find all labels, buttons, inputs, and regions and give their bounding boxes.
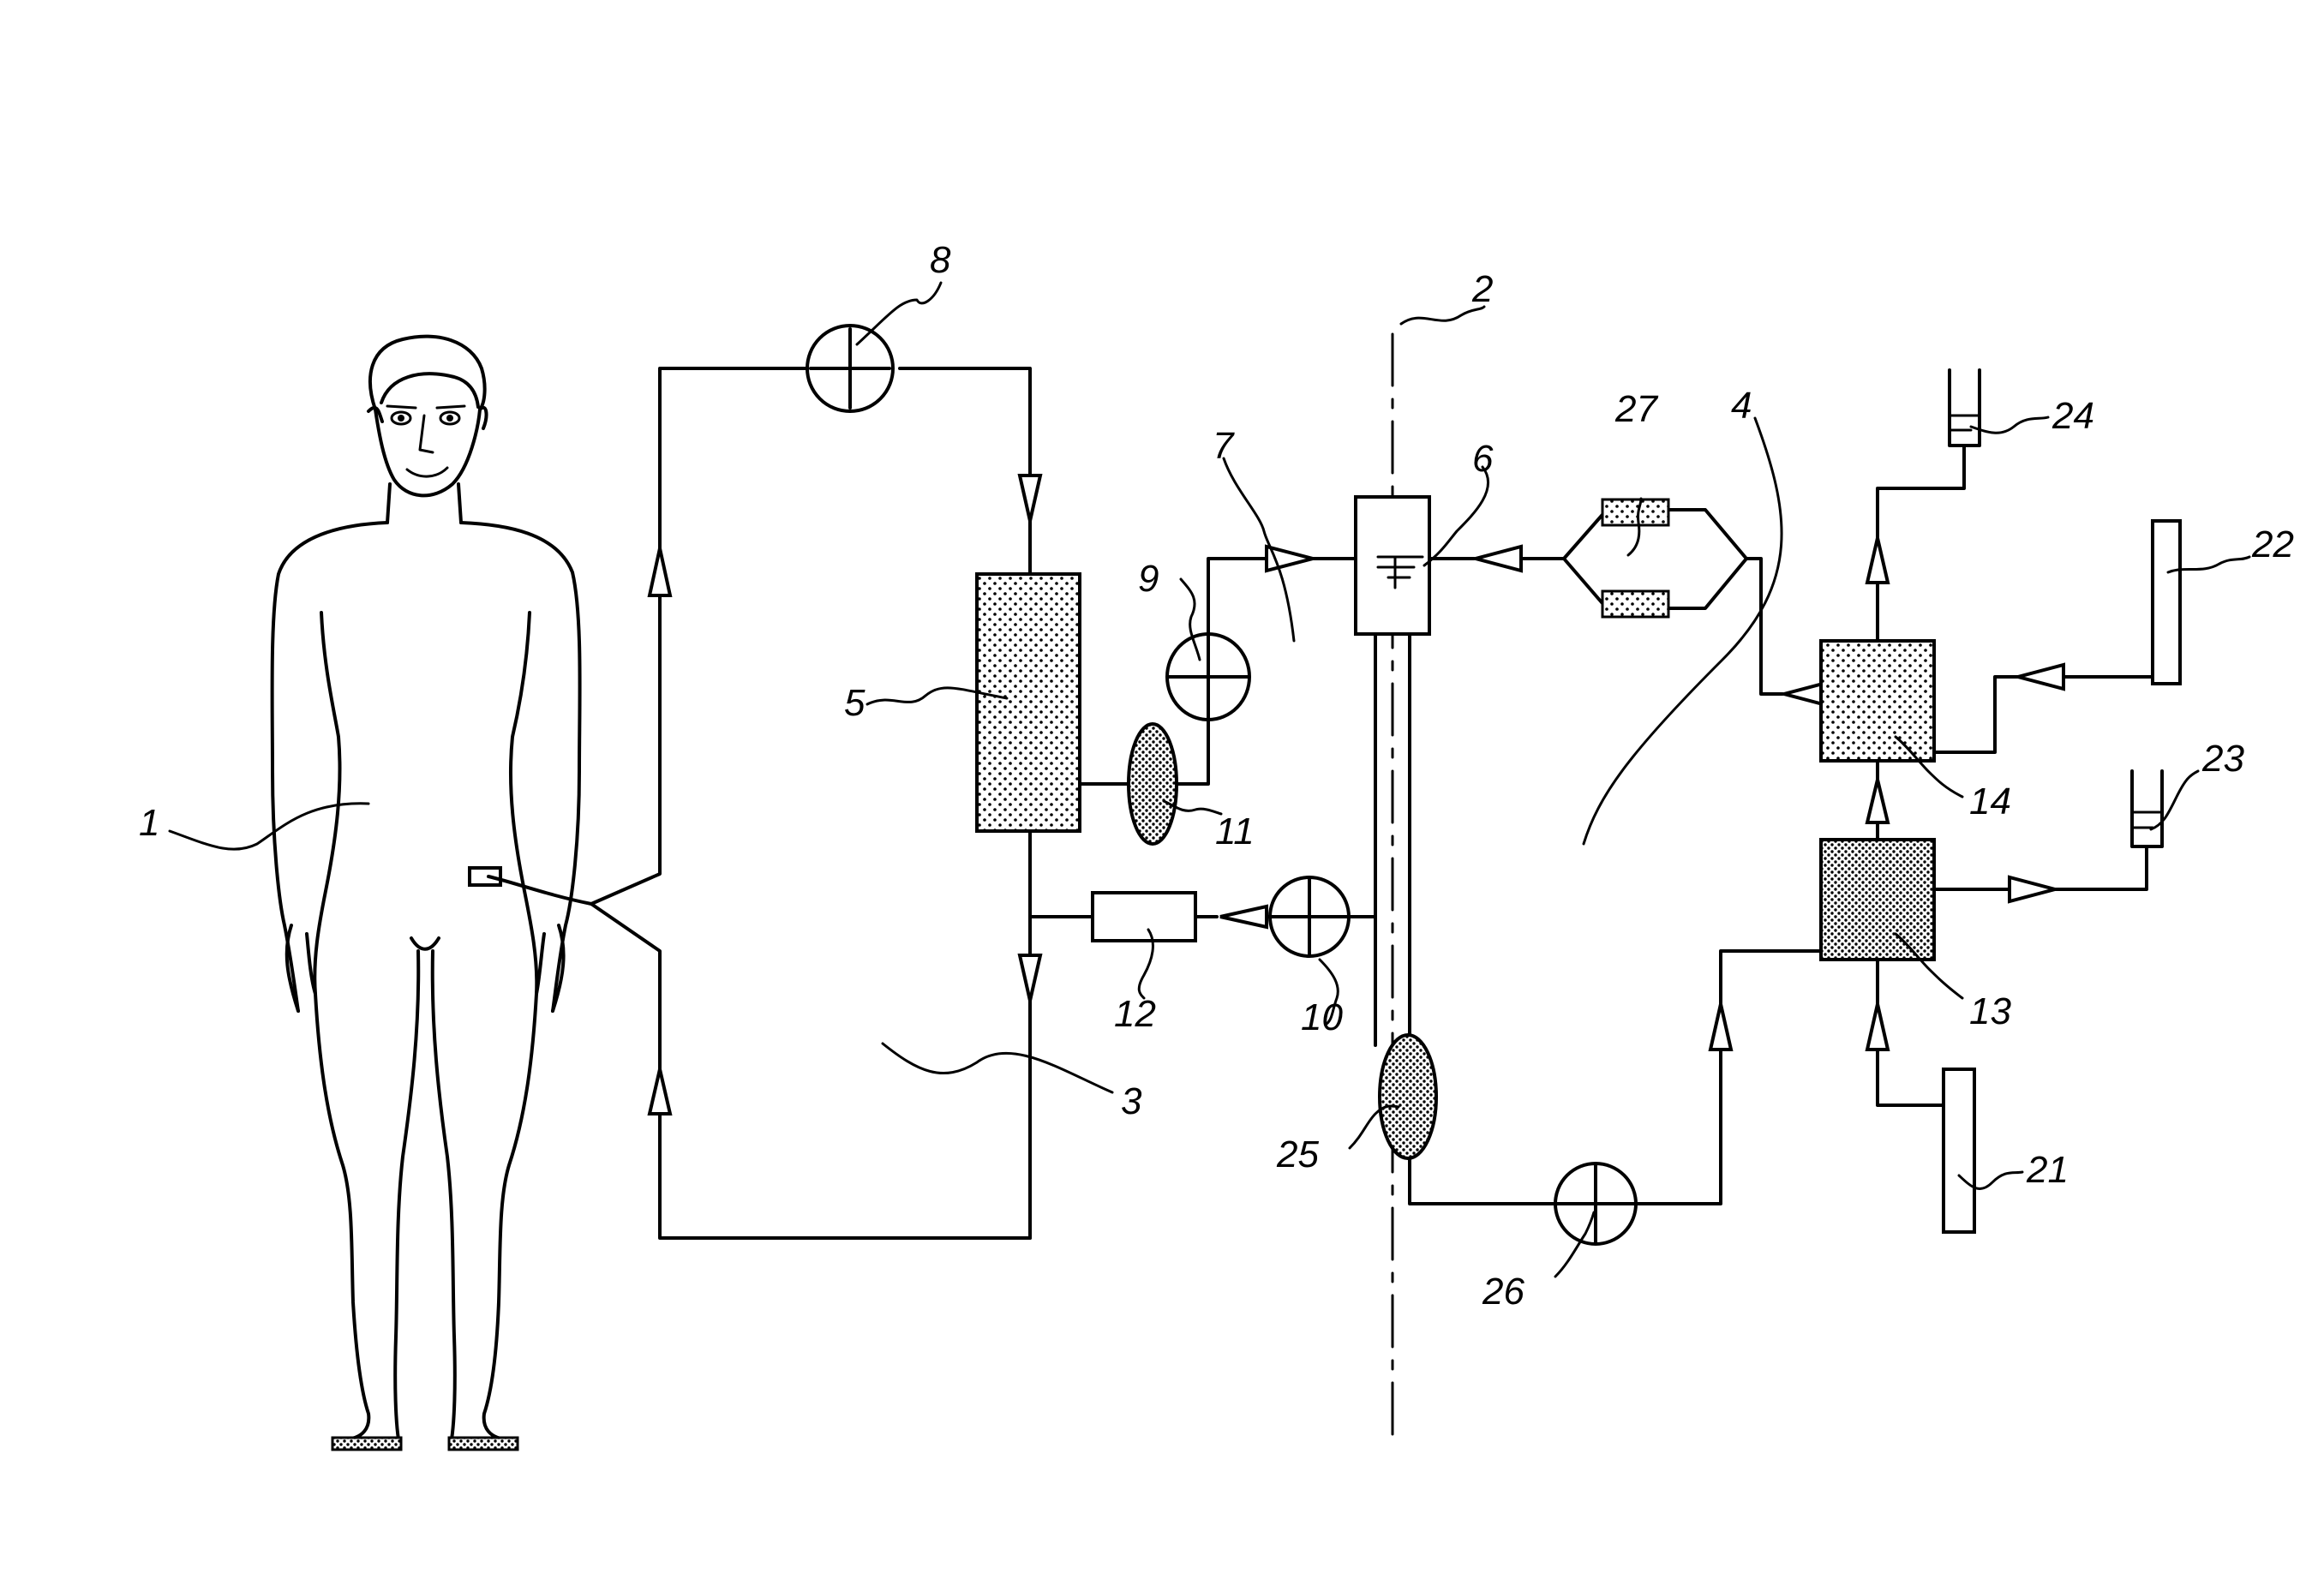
label-8: 8	[930, 239, 951, 281]
chamber-11	[1129, 724, 1177, 844]
container-21	[1944, 1069, 1974, 1232]
primary-circuit	[591, 326, 1375, 1238]
label-3: 3	[1121, 1080, 1142, 1122]
label-9: 9	[1138, 558, 1159, 600]
label-24: 24	[2051, 395, 2094, 437]
label-25: 25	[1276, 1133, 1319, 1175]
label-21: 21	[2026, 1149, 2069, 1191]
pump-10	[1270, 877, 1349, 956]
reservoir-13	[1821, 840, 1934, 960]
chamber-25	[1380, 1035, 1436, 1158]
pump-26	[1555, 1163, 1636, 1244]
pump-9	[1167, 634, 1249, 720]
secondary-circuit	[1429, 370, 2180, 1232]
container-22	[2153, 521, 2180, 684]
cartridge-27b	[1602, 591, 1668, 617]
flow-arrow-up	[1867, 1004, 1888, 1050]
patient-figure	[273, 337, 591, 1450]
flow-arrow-up	[1867, 780, 1888, 822]
component-12	[1093, 893, 1195, 941]
reservoir-14	[1821, 641, 1934, 761]
label-6: 6	[1472, 438, 1494, 480]
label-10: 10	[1301, 996, 1343, 1038]
label-23: 23	[2201, 738, 2244, 780]
label-26: 26	[1482, 1271, 1524, 1313]
label-22: 22	[2251, 523, 2294, 565]
flow-arrow-left	[1220, 906, 1267, 927]
flow-arrow-right	[1267, 547, 1313, 571]
filter-column-5	[977, 574, 1080, 831]
label-1: 1	[139, 802, 159, 844]
catheter-port	[470, 868, 500, 885]
label-27: 27	[1614, 388, 1658, 430]
flow-arrow-down	[1020, 476, 1040, 521]
flow-arrow-up	[1710, 1004, 1731, 1050]
label-2: 2	[1471, 268, 1493, 310]
flow-arrow-up	[650, 1069, 670, 1114]
label-5: 5	[844, 682, 866, 724]
flow-arrow-right	[2010, 877, 2055, 901]
label-11: 11	[1215, 810, 1255, 852]
label-12: 12	[1114, 993, 1156, 1035]
label-4: 4	[1731, 385, 1752, 427]
flow-arrow-left	[2018, 665, 2063, 689]
flow-arrow-left	[1476, 547, 1521, 571]
cartridge-27a	[1602, 499, 1668, 525]
label-7: 7	[1213, 425, 1235, 467]
label-14: 14	[1969, 781, 2011, 822]
secondary-lower	[1380, 951, 1821, 1244]
pump-8	[807, 326, 893, 411]
flow-arrow-up	[650, 548, 670, 595]
flow-arrow-down	[1020, 955, 1040, 1001]
label-13: 13	[1969, 990, 2011, 1032]
flow-arrow-up	[1867, 538, 1888, 583]
